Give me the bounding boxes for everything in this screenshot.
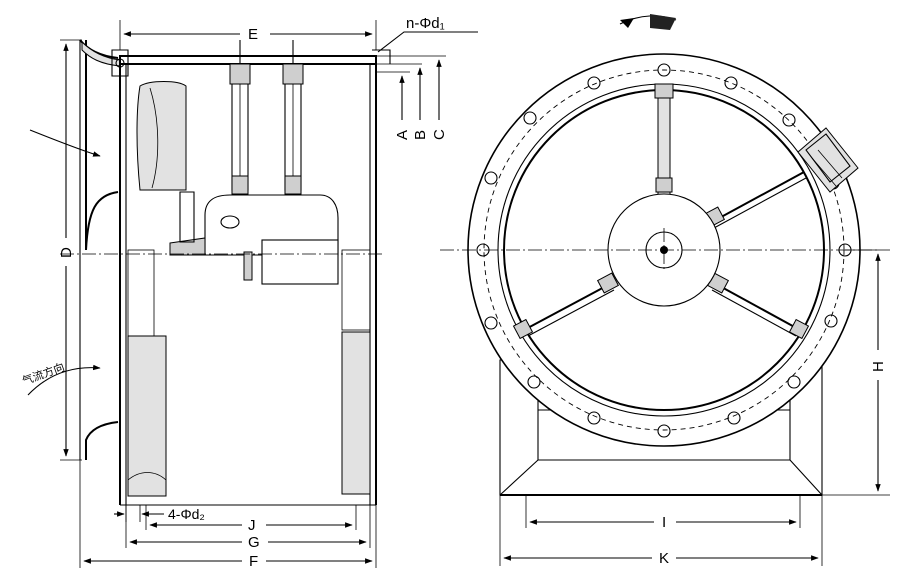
bolt-hole	[824, 314, 838, 328]
bolt-hole	[657, 63, 671, 77]
arm-ll-foot	[512, 318, 534, 340]
arm-upper-right-edge	[713, 177, 807, 229]
dim-A-label: A	[394, 130, 411, 140]
arm-top-foot	[654, 83, 674, 99]
bolt-hole	[527, 375, 541, 389]
side-view: 气流方向	[20, 39, 391, 506]
rod-nut-right	[282, 63, 304, 85]
side-dimensions: E n-Φd₁ A B C D 4-Φd₂ J	[58, 15, 478, 570]
bolt-hole	[787, 375, 801, 389]
rod-foot-left	[231, 175, 249, 195]
casing-top-flange	[119, 55, 377, 65]
hub-arm	[179, 191, 195, 243]
dim-C-label: C	[431, 129, 448, 140]
bolt-hole	[727, 411, 741, 425]
arm-ll-nut	[596, 272, 620, 294]
left-flange-bracket	[111, 49, 129, 77]
impeller-blade-upper	[136, 81, 187, 191]
arm-lr-foot	[788, 318, 810, 340]
dim-F-label: F	[249, 553, 258, 570]
n-d1-label: n-Φd₁	[406, 15, 445, 32]
bolt-hole	[484, 316, 498, 330]
rotation-arrow-icon	[650, 14, 676, 30]
arm-lower-left-edge	[527, 289, 615, 337]
bolt-hole	[657, 424, 671, 438]
n-d1-leader	[377, 31, 478, 53]
dim-H-label: H	[870, 361, 887, 372]
arm-upper-right	[711, 171, 805, 223]
outlet-vane-lower	[341, 331, 371, 495]
dim-I-label: I	[662, 514, 666, 531]
rod-foot-right	[284, 175, 302, 195]
motor-eyebolt	[220, 215, 240, 229]
rod-nut-left	[229, 63, 251, 85]
dim-E-label: E	[248, 26, 258, 43]
dim-d2-label: 4-Φd₂	[168, 506, 205, 522]
dim-B-label: B	[412, 130, 429, 140]
front-dimensions: H I K	[499, 249, 890, 567]
airflow-label: 气流方向	[20, 360, 66, 388]
bolt-hole	[782, 113, 796, 127]
terminal-box	[261, 239, 339, 285]
bolt-hole	[484, 171, 498, 185]
inlet-curve-upper	[85, 40, 119, 251]
bolt-hole	[523, 111, 537, 125]
impeller-blade-lower	[127, 335, 167, 497]
dim-K-label: K	[659, 550, 669, 567]
inlet-vane-mid	[127, 249, 155, 337]
junction-box-lid	[805, 133, 851, 183]
dim-J-label: J	[248, 517, 256, 534]
inlet-curve-lower	[85, 421, 119, 460]
blade-curve-line	[149, 87, 159, 189]
rotation-arrow-tip-icon	[620, 18, 634, 28]
left-flange-bolt	[115, 58, 125, 68]
front-view	[440, 14, 880, 496]
base-stand-chamfer	[499, 459, 823, 496]
right-flange-bracket	[372, 49, 391, 64]
dim-D-label: D	[58, 247, 75, 258]
support-arms	[512, 83, 810, 340]
bolt-hole	[587, 76, 601, 90]
blade-lower-curve	[127, 472, 167, 481]
flange-bolt-holes	[476, 63, 852, 438]
bolt-hole	[587, 411, 601, 425]
outlet-vane-mid	[341, 249, 371, 331]
arm-top-nut	[655, 177, 673, 193]
arm-lower-right-edge	[711, 289, 797, 337]
dim-G-label: G	[248, 534, 260, 551]
arm-lower-right	[715, 283, 801, 331]
hub-plate	[169, 237, 206, 256]
motor-shaft-key	[243, 251, 253, 281]
junction-box-detail	[811, 149, 843, 187]
airflow-arrow-upper	[29, 129, 101, 157]
bolt-hole	[724, 76, 738, 90]
arm-lower-left	[523, 283, 611, 331]
airflow-arrow-lower	[27, 364, 101, 396]
